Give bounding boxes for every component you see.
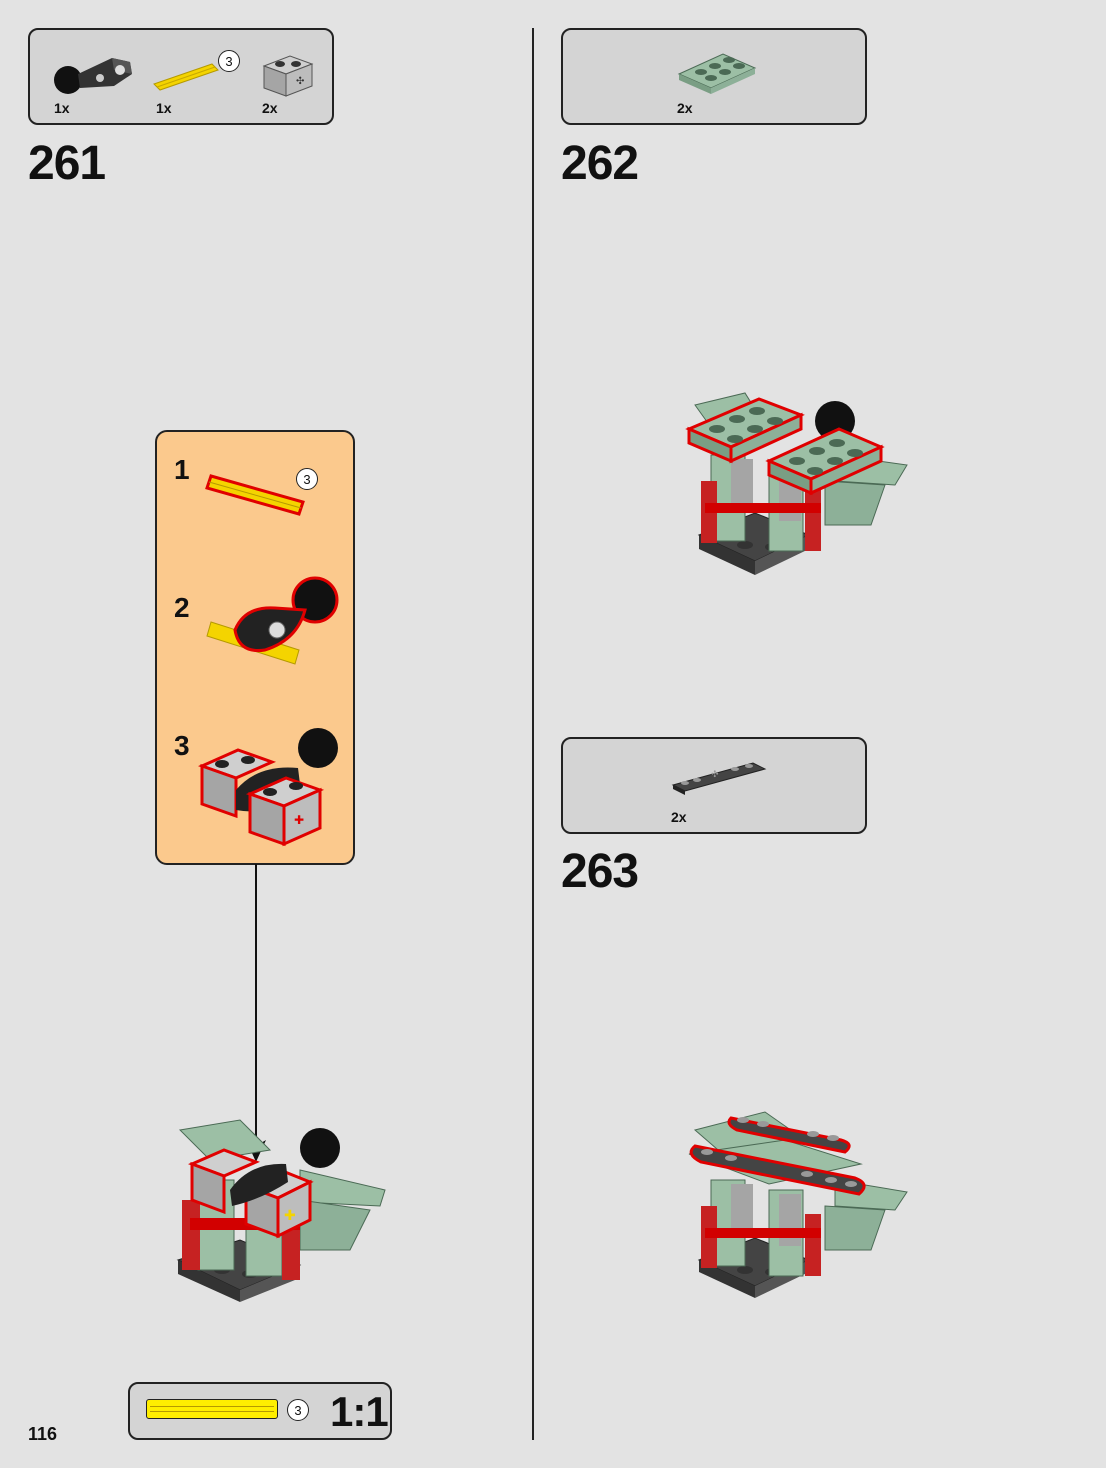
- yellow-axle-icon: [205, 474, 305, 516]
- part-qty: 1x: [156, 100, 172, 116]
- bricks-on-axle-icon: ✚: [198, 728, 338, 847]
- length-badge: 3: [218, 50, 240, 72]
- model-step-261: ✚: [176, 1119, 386, 1302]
- part-qty: 2x: [262, 100, 278, 116]
- parts-list-262: 2x: [561, 28, 867, 125]
- scale-label: 1:1: [330, 1388, 389, 1435]
- page-divider: [532, 28, 534, 1440]
- length-badge: 3: [296, 468, 318, 490]
- step-number: 262: [561, 137, 639, 190]
- length-badge: 3: [287, 1399, 309, 1421]
- svg-text:✚: ✚: [284, 1208, 296, 1224]
- model-step-263: [688, 1111, 908, 1298]
- sand-green-plate-icon: [677, 53, 757, 94]
- ball-joint-icon: [54, 58, 132, 94]
- part-qty: 1x: [54, 100, 70, 116]
- substep-number: 2: [174, 592, 190, 623]
- model-step-262: [685, 392, 908, 575]
- technic-brick-icon: ✣: [262, 55, 314, 97]
- parts-list-263: ✣ 2x: [561, 737, 867, 834]
- step-number: 263: [561, 845, 639, 898]
- scale-axle-bar: [146, 1399, 278, 1419]
- svg-text:✚: ✚: [294, 813, 304, 827]
- part-qty: 2x: [671, 809, 687, 825]
- dark-plate-icon: ✣: [671, 762, 767, 795]
- page-number: 116: [28, 1424, 58, 1444]
- parts-list-261: 1x 3 1x ✣ 2x: [28, 28, 334, 125]
- axle-into-connector-icon: [206, 576, 339, 665]
- part-qty: 2x: [677, 100, 693, 116]
- svg-text:✣: ✣: [296, 76, 304, 87]
- substep-number: 1: [174, 454, 190, 485]
- svg-text:✣: ✣: [711, 770, 719, 780]
- step-number: 261: [28, 137, 106, 190]
- substep-number: 3: [174, 730, 190, 761]
- yellow-axle-icon: [153, 63, 219, 91]
